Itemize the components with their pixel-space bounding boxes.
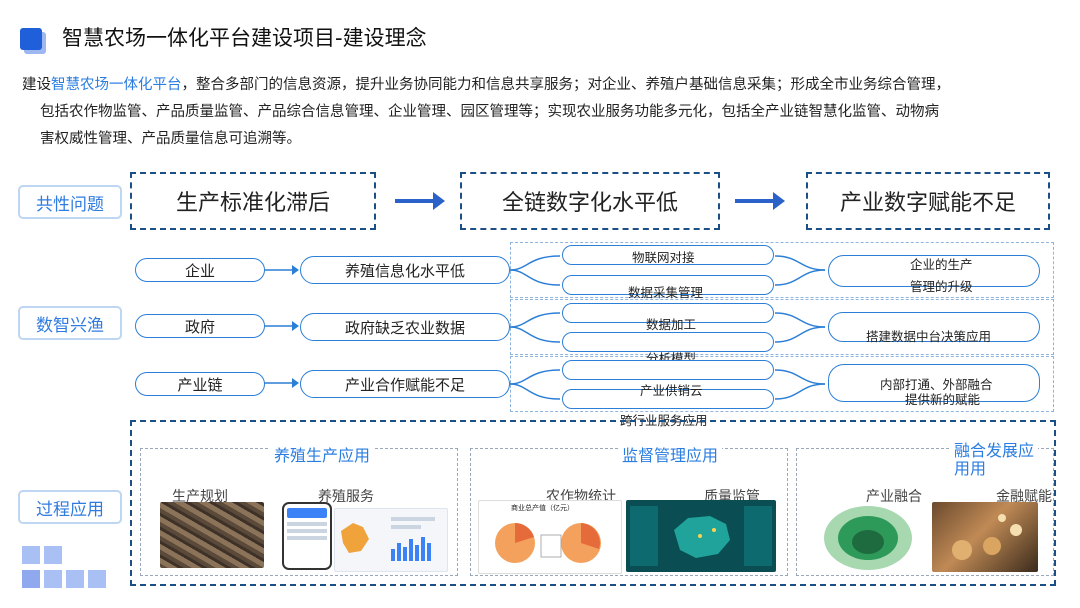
intro-line2: 包括农作物监管、产品质量监管、产品综合信息管理、企业管理、园区管理等；实现农业服…	[40, 104, 939, 120]
actor-pill: 产业链	[135, 372, 265, 396]
problem-box: 生产标准化滞后	[130, 172, 376, 230]
result-label: 提供新的赋能	[905, 392, 981, 407]
process-area	[130, 420, 1056, 586]
intro-text: 建设智慧农场一体化平台，整合多部门的信息资源，提升业务协同能力和信息共享服务；对…	[22, 72, 1052, 153]
section-label-digital: 数智兴渔	[18, 306, 122, 340]
tech-pill	[562, 389, 774, 409]
crop-statistics-chart: 商业总产值（亿元）	[478, 500, 622, 574]
finance-photo	[932, 502, 1038, 572]
app-panel	[796, 448, 1054, 576]
app-item-label: 生产规划	[172, 489, 228, 505]
decorative-squares-icon	[22, 546, 106, 588]
app-item-label: 金融赋能	[996, 489, 1052, 505]
section-label-process: 过程应用	[18, 490, 122, 524]
actor-pill: 企业	[135, 258, 265, 282]
tech-pill	[562, 332, 774, 352]
tech-pill	[562, 360, 774, 380]
result-pill	[828, 312, 1040, 342]
intro-prefix: 建设	[22, 77, 51, 93]
dashboard-screenshot	[334, 508, 448, 572]
page-title: 智慧农场一体化平台建设项目-建设理念	[62, 26, 427, 50]
result-pill	[828, 255, 1040, 287]
title-marker-icon	[20, 28, 42, 50]
chart-thumb-title: 商业总产值（亿元）	[511, 504, 574, 512]
tech-label: 产业供销云	[640, 383, 703, 398]
section-label-common: 共性问题	[18, 185, 122, 219]
result-label: 搭建数据中台决策应用	[866, 329, 992, 344]
tech-pill	[562, 275, 774, 295]
tech-pill	[562, 303, 774, 323]
result-pill	[828, 364, 1040, 402]
app-panel-title: 养殖生产应用	[270, 442, 375, 466]
phone-mockup	[282, 502, 332, 570]
app-panel-title: 监督管理应用	[618, 442, 723, 466]
fish-photo	[160, 502, 264, 568]
result-label: 管理的升级	[910, 279, 973, 294]
app-panel-title-line: 用用	[954, 459, 987, 478]
tech-label: 物联网对接	[632, 250, 695, 265]
problem-box: 产业数字赋能不足	[806, 172, 1050, 230]
result-label: 内部打通、外部融合	[880, 377, 993, 392]
issue-pill: 产业合作赋能不足	[300, 370, 510, 398]
intro-line1: ，整合多部门的信息资源，提升业务协同能力和信息共享服务；对企业、养殖户基础信息采…	[181, 77, 951, 93]
actor-pill: 政府	[135, 314, 265, 338]
app-panel-title: 融合发展应 用用	[950, 441, 1039, 478]
issue-pill: 养殖信息化水平低	[300, 256, 510, 284]
intro-line3: 害权威性管理、产品质量信息可追溯等。	[40, 131, 301, 147]
tech-pill	[562, 245, 774, 265]
issue-pill: 政府缺乏农业数据	[300, 313, 510, 341]
intro-highlight: 智慧农场一体化平台	[51, 77, 182, 93]
app-panel-title-line: 融合发展应	[954, 441, 1035, 460]
problem-box: 全链数字化水平低	[460, 172, 720, 230]
industry-fusion-diagram	[812, 502, 924, 572]
arrow-right-icon	[395, 192, 445, 210]
tech-label: 数据加工	[646, 317, 697, 332]
result-label: 企业的生产	[910, 257, 973, 272]
arrow-right-icon	[735, 192, 785, 210]
tech-label: 数据采集管理	[628, 285, 704, 300]
quality-supervision-dashboard	[626, 500, 776, 572]
app-item-label: 养殖服务	[318, 489, 374, 505]
app-item-label: 产业融合	[866, 489, 922, 505]
